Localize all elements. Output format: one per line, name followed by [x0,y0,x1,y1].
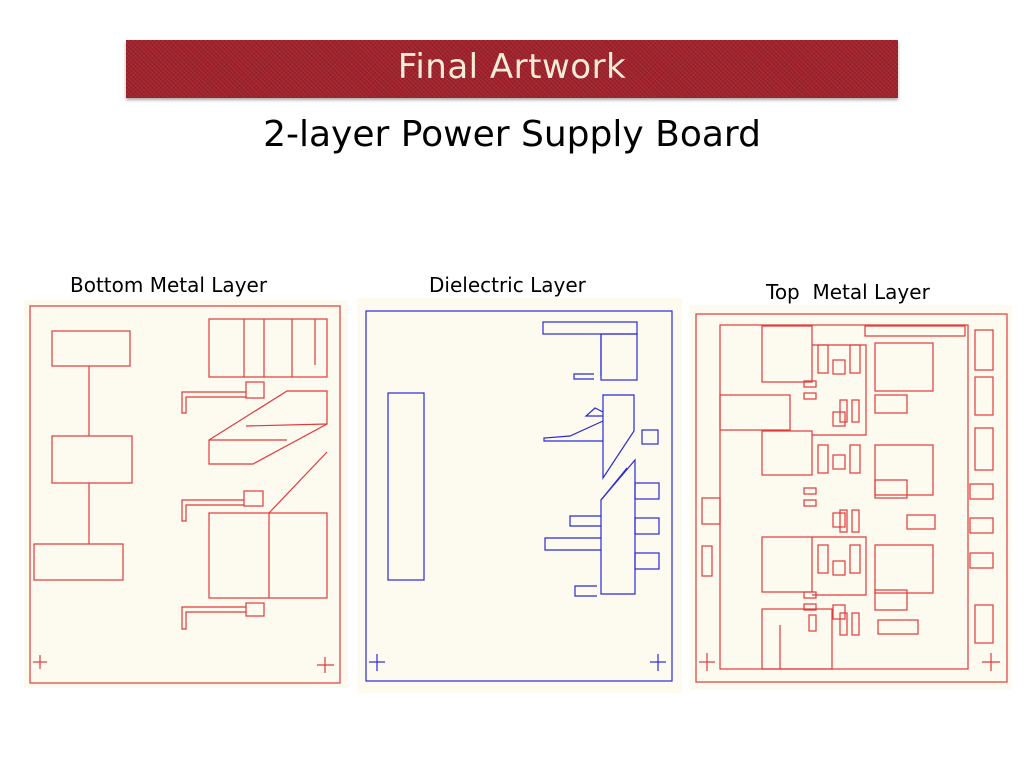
bottom-metal-layer-artwork [29,305,341,684]
title-banner: Final Artwork [126,40,898,98]
slide-title: Final Artwork [397,47,627,87]
dielectric-layer-artwork [365,310,673,682]
caption-dielectric-layer: Dielectric Layer [429,273,586,297]
top-metal-layer-artwork [695,313,1008,683]
caption-bottom-metal-layer: Bottom Metal Layer [70,273,268,297]
top-metal-layer-panel [690,305,1012,690]
dielectric-layer-panel [357,298,682,693]
bottom-metal-layer-panel [24,300,348,688]
slide-subtitle: 2-layer Power Supply Board [263,114,761,155]
caption-top-metal-layer: Top Metal Layer [766,280,930,304]
